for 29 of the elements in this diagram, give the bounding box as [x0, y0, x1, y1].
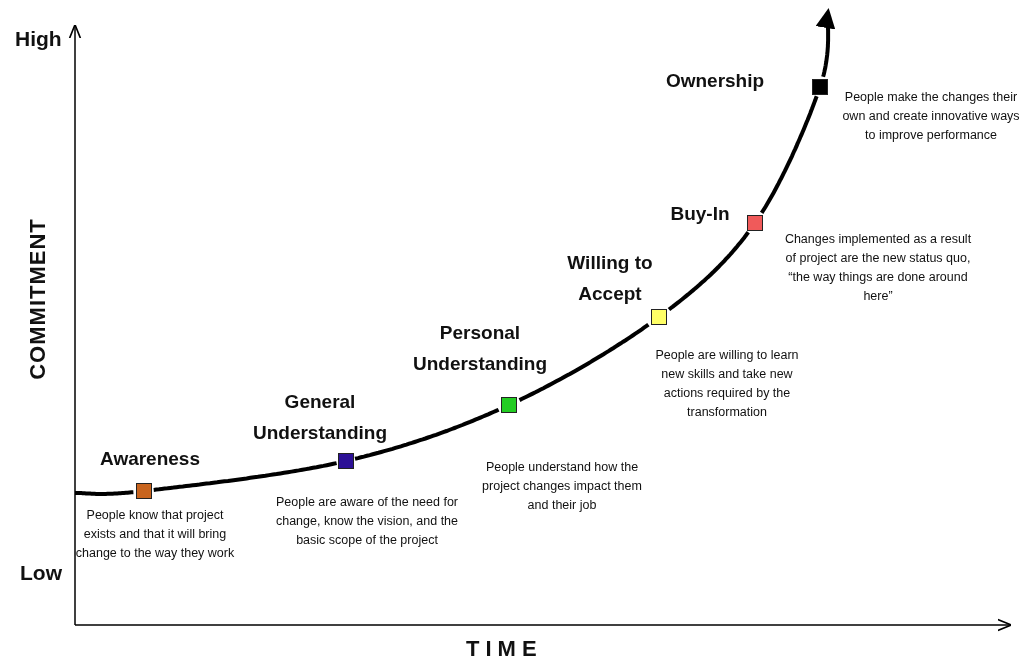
stage-description: People are aware of the need for change, know the vision, and the basic scope of the project — [275, 494, 459, 549]
curve-segment — [354, 407, 500, 461]
stage-title: Personal Understanding — [411, 321, 549, 376]
stage-title: Willing to Accept — [566, 251, 654, 306]
stage-title: General Understanding — [251, 390, 389, 445]
curve-segment — [667, 231, 750, 312]
stage-marker — [136, 483, 152, 499]
curve-segment — [153, 461, 338, 492]
stage-description: People are willing to learn new skills and take new actions required by the transformation — [654, 347, 800, 421]
curve-segment — [760, 95, 819, 214]
axis-label: High — [15, 27, 62, 51]
stage-title: Buy-In — [669, 202, 731, 226]
stage-title: Awareness — [99, 447, 201, 471]
stage-description: Changes implemented as a result of project are the new status quo, “the way things are done around here” — [783, 231, 973, 305]
stage-marker — [338, 453, 354, 469]
stage-marker — [812, 79, 828, 95]
curve-segment — [815, 8, 836, 78]
axis-title: TIME — [466, 636, 543, 660]
stage-marker — [501, 397, 517, 413]
axis-label: Low — [20, 561, 62, 585]
stage-description: People make the changes their own and create innovative ways to improve performance — [841, 89, 1021, 144]
stage-description: People understand how the project changes impact them and their job — [482, 459, 642, 514]
stage-marker — [651, 309, 667, 325]
stage-marker — [747, 215, 763, 231]
curve-segment — [73, 490, 134, 496]
stage-title: Ownership — [664, 69, 766, 93]
axis-title: COMMITMENT — [24, 218, 51, 380]
curve-segment — [518, 322, 650, 402]
stage-description: People know that project exists and that it will bring change to the way they work — [75, 507, 235, 562]
